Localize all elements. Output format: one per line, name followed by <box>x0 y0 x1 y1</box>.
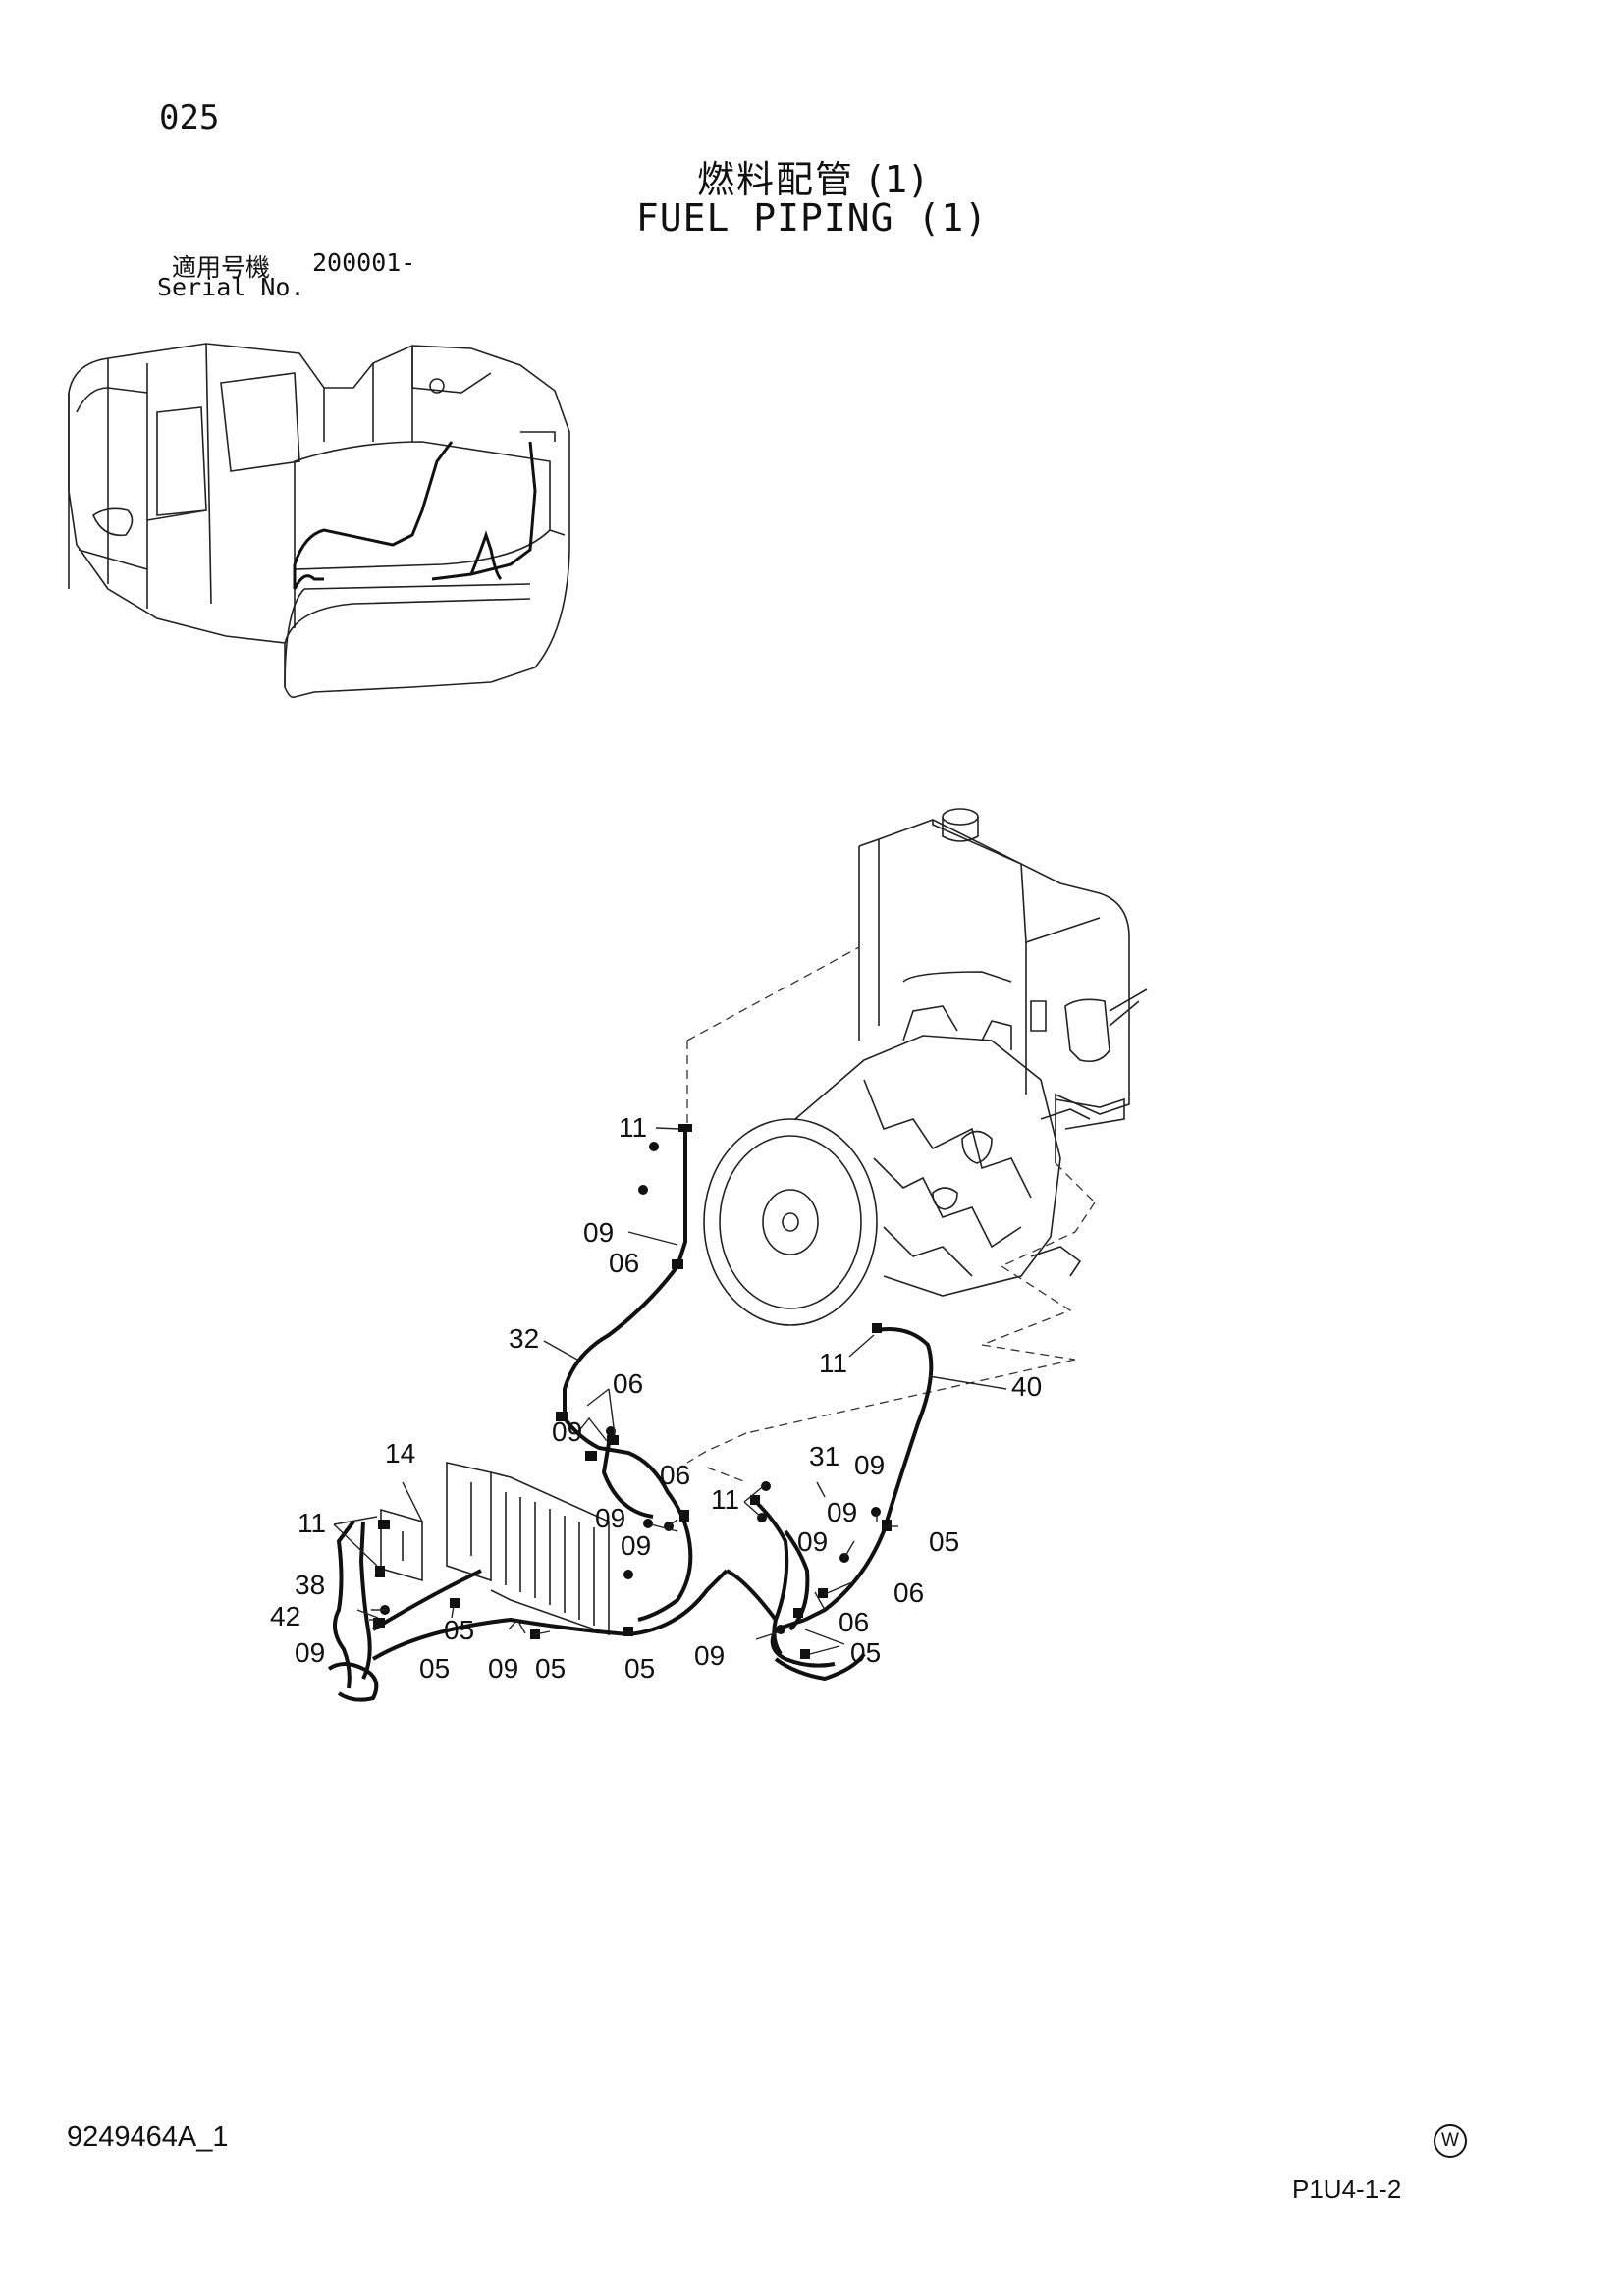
callout-label: 05 <box>444 1615 474 1645</box>
callout-label: 38 <box>295 1570 325 1600</box>
callout-label: 09 <box>621 1530 651 1561</box>
overview-machine-outline <box>68 343 570 699</box>
callout-label: 05 <box>535 1653 566 1683</box>
callout-label: 05 <box>929 1526 959 1557</box>
callout-label: 09 <box>583 1217 614 1248</box>
serial-number-value: 200001- <box>312 248 416 277</box>
callout-label: 05 <box>850 1637 881 1668</box>
callout-leaders <box>333 1127 1007 1655</box>
page-number: 025 <box>159 98 220 137</box>
page-title-english: FUEL PIPING (1) <box>635 196 989 240</box>
callout-label: 11 <box>711 1484 739 1515</box>
w-mark-icon: W <box>1434 2124 1467 2158</box>
engine <box>703 1005 1091 1326</box>
callout-label: 09 <box>488 1653 518 1683</box>
callout-label: 09 <box>295 1637 325 1668</box>
callout-label: 06 <box>660 1460 690 1490</box>
fuel-cooler <box>380 1462 610 1636</box>
page-code: P1U4-1-2 <box>1292 2174 1402 2204</box>
callout-label: 09 <box>552 1416 582 1447</box>
overview-fuel-line <box>293 441 537 590</box>
leader-dashed-lines <box>686 946 1096 1483</box>
callout-label: 06 <box>839 1607 869 1637</box>
callout-label: 40 <box>1011 1371 1042 1402</box>
callout-label: 05 <box>419 1653 450 1683</box>
callout-label: 09 <box>595 1503 625 1533</box>
callout-label: 05 <box>624 1653 655 1683</box>
callout-label: 11 <box>619 1112 647 1143</box>
callout-label: 06 <box>609 1248 639 1278</box>
callout-label: 09 <box>854 1450 885 1480</box>
callout-label: 09 <box>694 1640 725 1671</box>
callout-label: 09 <box>827 1497 857 1527</box>
callout-label: 32 <box>509 1323 539 1354</box>
callout-label: 11 <box>819 1348 847 1378</box>
document-id: 9249464A_1 <box>67 2121 229 2153</box>
fuel-pipes <box>327 1129 934 1702</box>
callout-label: 11 <box>298 1508 326 1538</box>
serial-label-english: Serial No. <box>157 273 305 301</box>
callout-label: 06 <box>893 1577 924 1608</box>
callout-label: 14 <box>385 1438 415 1468</box>
fuel-tank <box>858 808 1148 1163</box>
serial-label-japanese: 適用号機 <box>172 253 271 282</box>
callout-label: 31 <box>809 1441 839 1471</box>
page-title-japanese: 燃料配管 (1) <box>697 158 927 201</box>
callout-label: 06 <box>613 1368 643 1399</box>
callout-label: 09 <box>797 1526 828 1557</box>
callout-label: 42 <box>270 1601 300 1631</box>
